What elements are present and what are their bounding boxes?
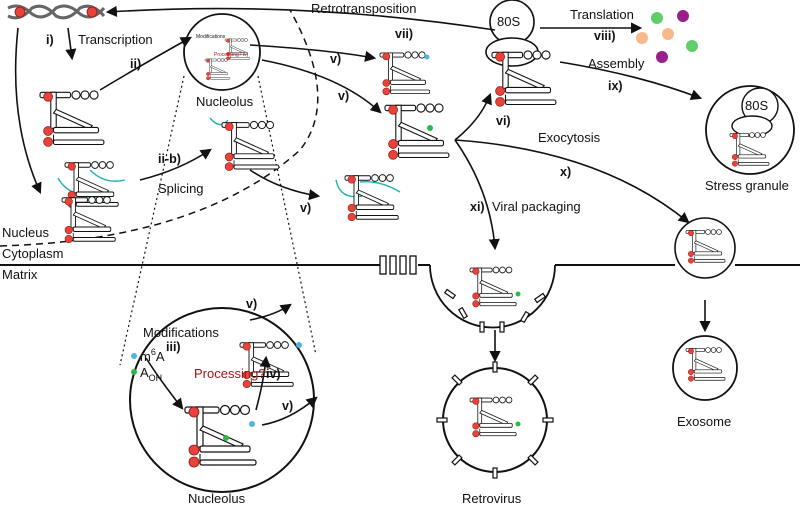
retrovirus	[436, 361, 554, 479]
ribosome-a-label: 80S	[497, 14, 520, 29]
zoom-lines	[119, 75, 317, 366]
ribosome-complex	[485, 0, 557, 107]
rna-spliced-left	[57, 161, 126, 244]
translation-label: Translation	[570, 7, 634, 22]
m6a-dot-icon	[131, 353, 137, 359]
exosome-label: Exosome	[677, 414, 731, 429]
svg-text:Modifications: Modifications	[196, 34, 226, 40]
m6a-label: m6A	[140, 347, 165, 364]
retrotransposition-label: Retrotransposition	[311, 1, 417, 16]
step-v-nucleolus-right: v)	[282, 399, 293, 413]
aoh-label: AOH	[140, 365, 162, 383]
rna-exported-top-m6a	[424, 54, 430, 60]
splicing-label: Splicing	[158, 181, 204, 196]
step-vii: vii)	[395, 27, 413, 41]
matrix-label: Matrix	[2, 267, 38, 282]
rna-transcribed	[39, 90, 105, 147]
stress-granule	[705, 85, 795, 175]
step-iii: iii)	[166, 340, 181, 354]
rna-exported-center	[384, 103, 450, 160]
stress-granule-label: Stress granule	[705, 178, 789, 193]
protein-products	[636, 10, 698, 63]
processing-label: Processing?	[194, 366, 266, 381]
nucleolus-top-label: Nucleolus	[196, 94, 254, 109]
nucleolus-small: Modifications Processing? iv)	[183, 13, 261, 91]
step-v-nucleolus-top: v)	[246, 297, 257, 311]
exocytosis-vesicle	[674, 217, 736, 279]
membrane-channel-icon	[379, 255, 417, 275]
svg-text:Processing? iv): Processing? iv)	[214, 52, 249, 58]
step-v-c: v)	[300, 201, 311, 215]
transcription-label: Transcription	[78, 32, 153, 47]
viral-packaging-label: Viral packaging	[492, 199, 581, 214]
aoh-dot-icon	[131, 369, 137, 375]
nucleolus-large	[129, 303, 318, 493]
exocytosis-label: Exocytosis	[538, 130, 601, 145]
budding-virion	[429, 264, 556, 333]
dna-helix-icon	[7, 4, 106, 20]
pathway-arrows	[14, 5, 711, 363]
step-v-a: v)	[330, 52, 341, 66]
ribosome-b-label: 80S	[745, 98, 768, 113]
rna-spliced-mid	[209, 117, 280, 172]
nucleus-label: Nucleus	[2, 225, 49, 240]
rna-spliced-bottom	[335, 174, 401, 222]
step-iib: ii-b)	[158, 152, 181, 166]
assembly-label: Assembly	[588, 56, 645, 71]
cytoplasm-label: Cytoplasm	[2, 246, 63, 261]
retrovirus-label: Retrovirus	[462, 491, 522, 506]
step-v-b: v)	[338, 89, 349, 103]
step-x: x)	[560, 165, 571, 179]
nucleolus-bottom-label: Nucleolus	[188, 491, 246, 506]
plasma-membrane	[0, 255, 800, 275]
step-xi: xi)	[470, 200, 485, 214]
step-viii: viii)	[594, 29, 616, 43]
step-iv: iv)	[266, 367, 281, 381]
exosome	[672, 335, 738, 401]
step-vi: vi)	[496, 114, 511, 128]
step-i: i)	[46, 33, 54, 47]
step-ii: ii)	[130, 57, 141, 71]
modifications-label: Modifications	[143, 325, 219, 340]
step-ix: ix)	[608, 79, 623, 93]
rna-exported-top	[379, 51, 431, 96]
